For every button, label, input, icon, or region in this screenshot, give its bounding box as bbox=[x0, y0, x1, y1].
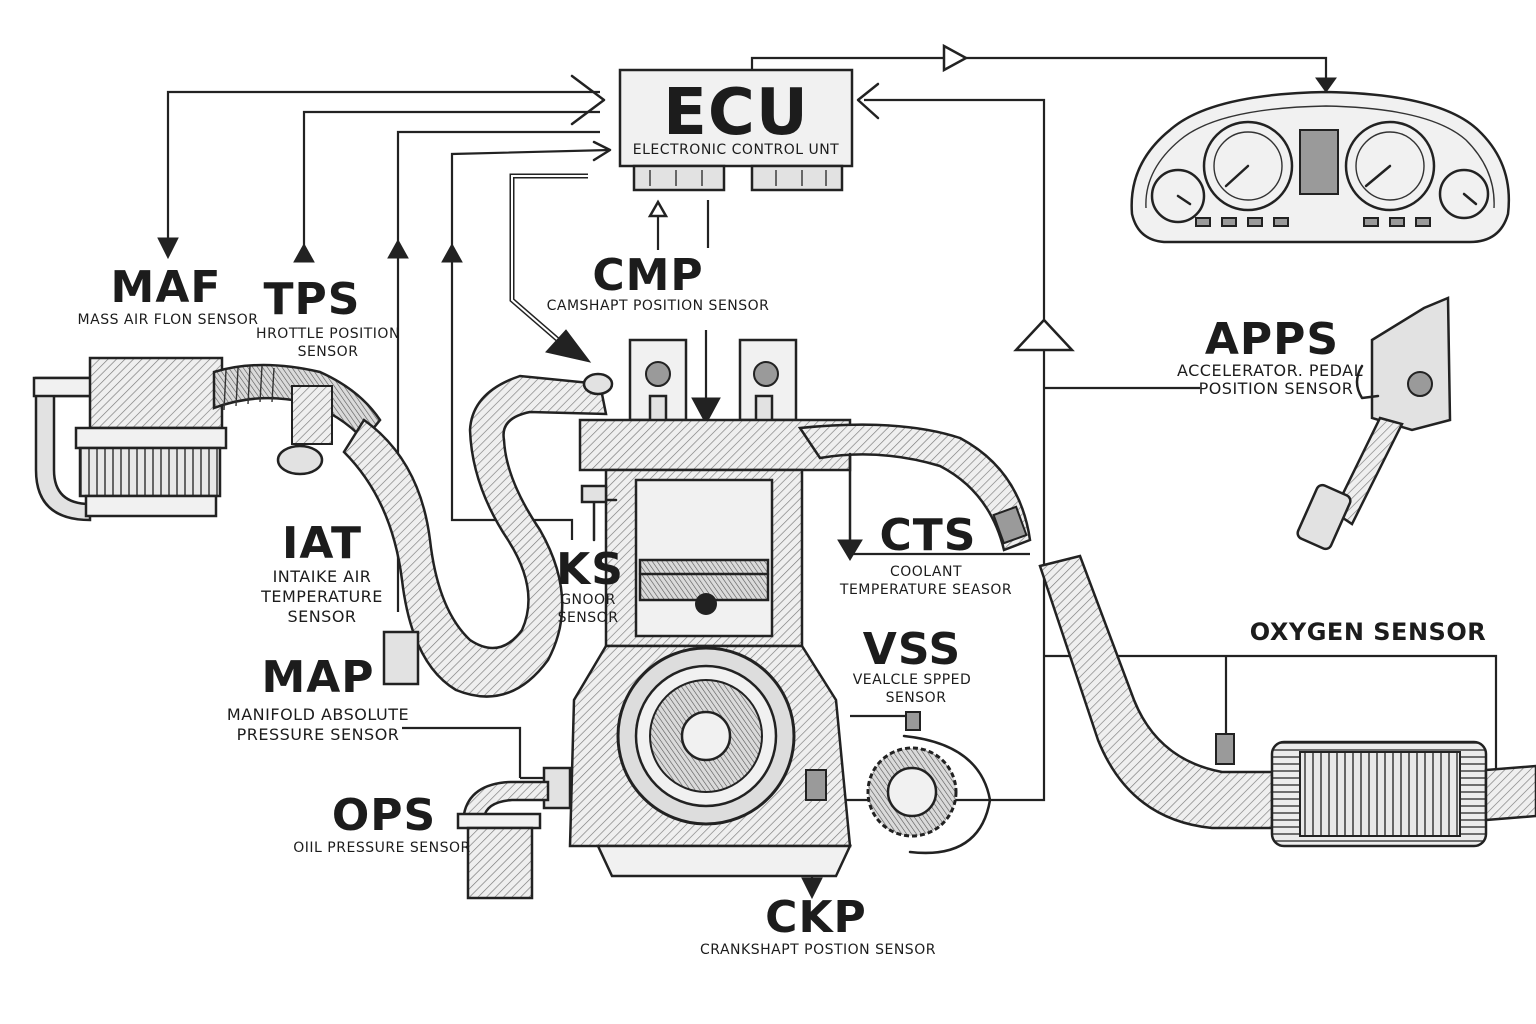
coolant-sensor-body bbox=[992, 505, 1028, 545]
iat-desc-1: INTAIKE AIR bbox=[273, 567, 372, 586]
ecu-input-arrow-2 bbox=[592, 140, 612, 162]
instrument-cluster bbox=[1130, 90, 1511, 244]
tps-desc-2: SENSOR bbox=[298, 344, 359, 360]
ckp-desc: CRANKSHAPT POSTION SENSOR bbox=[700, 942, 936, 958]
label-map: MAP MANIFOLD ABSOLUTE PRESSURE SENSOR bbox=[227, 652, 409, 744]
iat-desc-2: TEMPERATURE bbox=[260, 587, 383, 606]
o2-wire bbox=[1044, 654, 1498, 770]
iat-desc-3: SENSOR bbox=[287, 607, 356, 626]
dash-wire bbox=[750, 56, 1328, 84]
maf-arrow bbox=[157, 237, 179, 260]
knock-sensor-body bbox=[580, 484, 608, 504]
vss-desc-2: SENSOR bbox=[886, 690, 947, 706]
label-maf: MAF MASS AIR FLON SENSOR bbox=[78, 262, 259, 328]
map-sensor-body bbox=[382, 630, 420, 686]
ks-arrow bbox=[441, 242, 463, 263]
label-tps: TPS HROTTLE POSITION SENSOR bbox=[256, 274, 400, 360]
ecu-title: ECU bbox=[663, 76, 809, 150]
vss-desc-1: VEALCLE SPPED bbox=[853, 672, 972, 688]
iat-arrow bbox=[387, 238, 409, 259]
cmp-desc: CAMSHAPT POSITION SENSOR bbox=[547, 298, 770, 314]
tps-wire bbox=[302, 110, 600, 258]
cmp-abbr: CMP bbox=[592, 250, 703, 301]
label-apps: APPS ACCELERATOR. PEDAL POSITION SENSOR bbox=[1177, 314, 1363, 398]
cts-abbr: CTS bbox=[880, 510, 977, 561]
ecu-input-arrow-1 bbox=[570, 74, 606, 126]
sensor-labels: MAF MASS AIR FLON SENSOR TPS HROTTLE POS… bbox=[78, 250, 1486, 958]
display-panel bbox=[1299, 129, 1339, 195]
engine-block bbox=[456, 338, 992, 900]
label-ckp: CKP CRANKSHAPT POSTION SENSOR bbox=[700, 892, 936, 958]
label-o2: OXYGEN SENSOR bbox=[1250, 618, 1486, 646]
exhaust-pipe bbox=[1038, 554, 1274, 830]
label-iat: IAT INTAIKE AIR TEMPERATURE SENSOR bbox=[260, 518, 383, 626]
label-vss: VSS VEALCLE SPPED SENSOR bbox=[853, 624, 972, 706]
map-desc-1: MANIFOLD ABSOLUTE bbox=[227, 705, 409, 724]
air-filter-assembly bbox=[32, 356, 382, 522]
tps-abbr: TPS bbox=[264, 274, 361, 325]
ks-desc-1: GNOOR bbox=[560, 592, 616, 608]
o2-abbr: OXYGEN SENSOR bbox=[1250, 618, 1486, 646]
accelerator-pedal bbox=[1296, 296, 1452, 551]
tps-arrow bbox=[293, 242, 315, 263]
ecu-input-arrow-3 bbox=[856, 82, 880, 120]
maf-abbr: MAF bbox=[111, 262, 222, 313]
map-wire bbox=[402, 726, 522, 778]
label-cts: CTS COOLANT TEMPERATURE SEASOR bbox=[839, 510, 1012, 598]
ks-abbr: KS bbox=[556, 544, 624, 595]
oil-filter bbox=[466, 826, 534, 900]
vss-abbr: VSS bbox=[863, 624, 961, 675]
throttle-body bbox=[291, 385, 333, 445]
ops-abbr: OPS bbox=[332, 790, 436, 841]
apps-desc-1: ACCELERATOR. PEDAL bbox=[1177, 361, 1363, 380]
coolant-hose bbox=[797, 423, 1032, 552]
iat-abbr: IAT bbox=[282, 518, 362, 569]
maf-desc: MASS AIR FLON SENSOR bbox=[78, 312, 259, 328]
ckp-abbr: CKP bbox=[765, 892, 867, 943]
wiring bbox=[157, 43, 1498, 900]
ks-wire bbox=[450, 148, 611, 540]
intake-manifold bbox=[342, 374, 608, 698]
cts-desc-1: COOLANT bbox=[890, 564, 962, 580]
vss-sensor-body bbox=[905, 711, 921, 731]
ckp-sensor-body bbox=[805, 769, 827, 801]
ecu-module: ECU ELECTRONIC CONTROL UNT bbox=[618, 68, 854, 192]
ecu-subtitle: ELECTRONIC CONTROL UNT bbox=[633, 142, 839, 158]
label-ops: OPS OIIL PRESSURE SENSOR bbox=[293, 790, 470, 856]
ecu-box bbox=[618, 68, 854, 168]
pedal-pad bbox=[1296, 483, 1352, 551]
map-abbr: MAP bbox=[261, 652, 374, 703]
ecu-to-intake-arrow bbox=[545, 329, 592, 363]
ops-desc: OIIL PRESSURE SENSOR bbox=[293, 840, 470, 856]
apps-abbr: APPS bbox=[1205, 314, 1339, 365]
label-cmp: CMP CAMSHAPT POSITION SENSOR bbox=[547, 250, 770, 314]
label-ks: KS GNOOR SENSOR bbox=[556, 544, 624, 626]
exhaust-system bbox=[797, 423, 1536, 848]
ks-desc-2: SENSOR bbox=[558, 610, 619, 626]
cts-desc-2: TEMPERATURE SEASOR bbox=[839, 582, 1012, 598]
maf-wire bbox=[166, 90, 600, 248]
apps-desc-2: POSITION SENSOR bbox=[1199, 379, 1354, 398]
oxygen-sensor-body bbox=[1215, 733, 1235, 765]
tps-desc-1: HROTTLE POSITION bbox=[256, 326, 400, 342]
map-desc-2: PRESSURE SENSOR bbox=[237, 725, 400, 744]
